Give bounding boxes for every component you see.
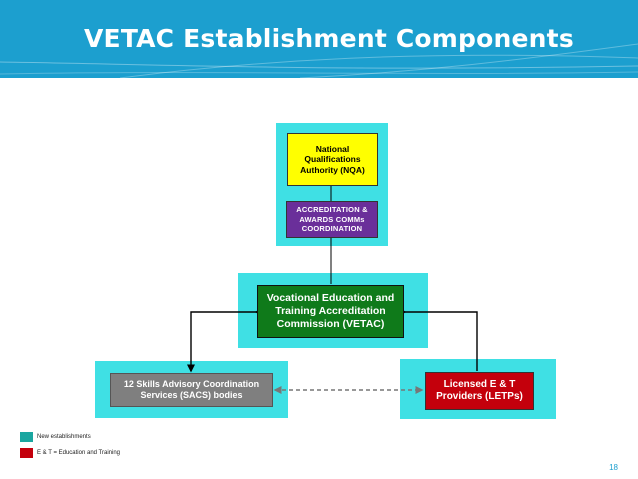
legend-swatch-et [20,448,33,458]
letps-box: Licensed E & T Providers (LETPs) [425,372,534,410]
vetac-box: Vocational Education and Training Accred… [257,285,404,338]
decorative-lines [0,43,638,78]
sacs-box: 12 Skills Advisory Coordination Services… [110,373,273,407]
page-title: VETAC Establishment Components [84,24,574,53]
title-bar: VETAC Establishment Components [0,0,638,78]
accreditation-box: ACCREDITATION & AWARDS COMMs COORDINATIO… [286,201,378,238]
nqa-box: National Qualifications Authority (NQA) [287,133,378,186]
page-number: 18 [609,463,618,472]
legend-label-et: E & T = Education and Training [37,450,121,456]
legend-swatch-new [20,432,33,442]
legend-label-new: New establishments [37,434,91,440]
